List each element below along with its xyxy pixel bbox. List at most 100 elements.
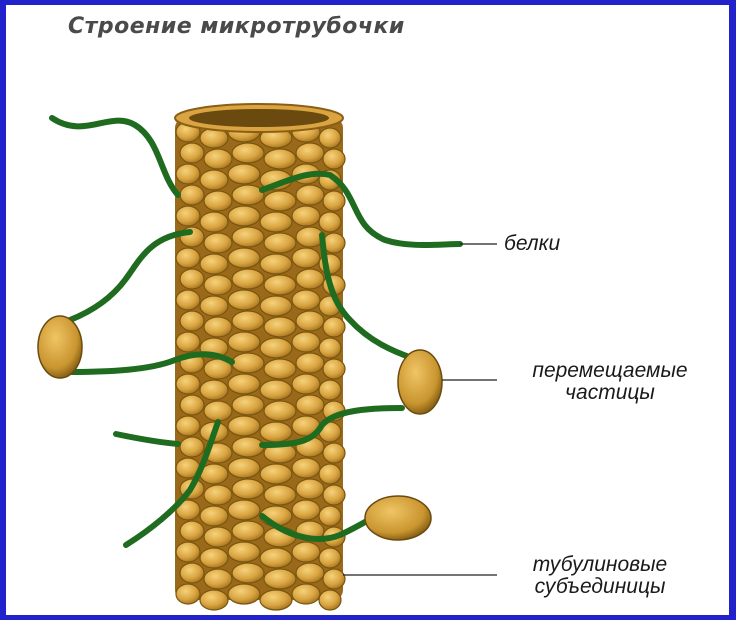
tubulin-subunit	[292, 206, 320, 226]
label-particles: перемещаемые частицы	[500, 360, 720, 404]
tubulin-subunit	[323, 191, 345, 211]
protein-strand-lower-left-short	[116, 434, 178, 444]
tubulin-subunit	[264, 359, 296, 379]
tubulin-subunit	[296, 563, 324, 583]
tubulin-subunit	[200, 590, 228, 610]
tubulin-subunit	[292, 290, 320, 310]
microtubule-lumen	[189, 109, 329, 127]
tubulin-subunit	[260, 296, 292, 316]
tubulin-subunit	[260, 212, 292, 232]
tubulin-subunit	[180, 437, 204, 457]
tubulin-subunit	[204, 191, 232, 211]
tubulin-subunit	[260, 464, 292, 484]
tubulin-subunit	[292, 332, 320, 352]
tubulin-subunit	[296, 269, 324, 289]
tubulin-subunit	[228, 500, 260, 520]
tubulin-subunit	[232, 353, 264, 373]
tubulin-subunit	[260, 422, 292, 442]
tubulin-subunit	[232, 521, 264, 541]
tubulin-subunit	[323, 485, 345, 505]
tubulin-subunit	[260, 380, 292, 400]
tubulin-subunit	[200, 212, 228, 232]
tubulin-subunit	[180, 269, 204, 289]
tubulin-subunit	[323, 149, 345, 169]
tubulin-subunit	[180, 563, 204, 583]
tubulin-subunit	[204, 527, 232, 547]
tubulin-subunit	[232, 437, 264, 457]
tubulin-subunit	[232, 143, 264, 163]
tubulin-subunit	[264, 485, 296, 505]
tubulin-subunit	[292, 542, 320, 562]
label-particles-line2: частицы	[500, 382, 720, 404]
tubulin-subunit	[228, 248, 260, 268]
tubulin-subunit	[296, 479, 324, 499]
tubulin-subunit	[264, 233, 296, 253]
tubulin-subunit	[200, 506, 228, 526]
tubulin-subunit	[232, 563, 264, 583]
tubulin-subunit	[180, 521, 204, 541]
tubulin-subunit	[319, 128, 341, 148]
tubulin-subunit	[264, 401, 296, 421]
tubulin-subunit	[176, 248, 200, 268]
tubulin-subunit	[176, 542, 200, 562]
tubulin-subunit	[319, 590, 341, 610]
tubulin-subunit	[204, 569, 232, 589]
tubulin-subunit	[180, 311, 204, 331]
tubulin-subunit	[319, 380, 341, 400]
tubulin-subunit	[176, 164, 200, 184]
tubulin-subunit	[176, 206, 200, 226]
tubulin-subunit	[264, 317, 296, 337]
tubulin-subunit	[292, 584, 320, 604]
tubulin-subunit	[296, 395, 324, 415]
tubulin-subunit	[232, 269, 264, 289]
tubulin-subunit	[296, 311, 324, 331]
label-particles-line1: перемещаемые	[500, 360, 720, 382]
label-subunits-line1: тубулиновые	[500, 554, 700, 576]
tubulin-subunit	[232, 479, 264, 499]
tubulin-subunit	[264, 149, 296, 169]
tubulin-subunit	[260, 548, 292, 568]
tubulin-subunit	[180, 395, 204, 415]
tubulin-subunit	[228, 458, 260, 478]
tubulin-subunit	[200, 548, 228, 568]
label-proteins-text: белки	[504, 232, 560, 255]
particle-left	[38, 316, 82, 378]
tubulin-subunit	[200, 380, 228, 400]
tubulin-subunit	[204, 275, 232, 295]
tubulin-subunit	[176, 416, 200, 436]
tubulin-subunit	[200, 296, 228, 316]
tubulin-subunit	[319, 338, 341, 358]
tubulin-subunit	[180, 143, 204, 163]
tubulin-subunit	[204, 485, 232, 505]
tubulin-subunit	[176, 374, 200, 394]
tubulin-subunit	[228, 374, 260, 394]
tubulin-subunit	[204, 401, 232, 421]
tubulin-subunit	[228, 164, 260, 184]
tubulin-subunit	[228, 290, 260, 310]
tubulin-subunit	[176, 290, 200, 310]
tubulin-subunit	[228, 206, 260, 226]
tubulin-subunit	[200, 254, 228, 274]
label-proteins: белки	[504, 233, 560, 255]
tubulin-subunit	[323, 443, 345, 463]
tubulin-subunit	[228, 332, 260, 352]
tubulin-subunit	[323, 317, 345, 337]
tubulin-subunit	[296, 185, 324, 205]
protein-strand-upper-left	[70, 232, 190, 320]
tubulin-subunit	[264, 275, 296, 295]
tubulin-subunit	[228, 416, 260, 436]
tubulin-subunit	[264, 191, 296, 211]
tubulin-subunit	[228, 584, 260, 604]
tubulin-subunit	[176, 584, 200, 604]
tubulin-subunit	[296, 353, 324, 373]
tubulin-subunit	[176, 332, 200, 352]
tubulin-subunit	[319, 548, 341, 568]
tubulin-subunit	[296, 143, 324, 163]
tubulin-subunit	[260, 590, 292, 610]
tubulin-subunit	[292, 500, 320, 520]
particle-right	[398, 350, 442, 414]
tubulin-subunit	[232, 311, 264, 331]
tubulin-subunit	[204, 233, 232, 253]
diagram-title: Строение микротрубочки	[68, 14, 405, 39]
